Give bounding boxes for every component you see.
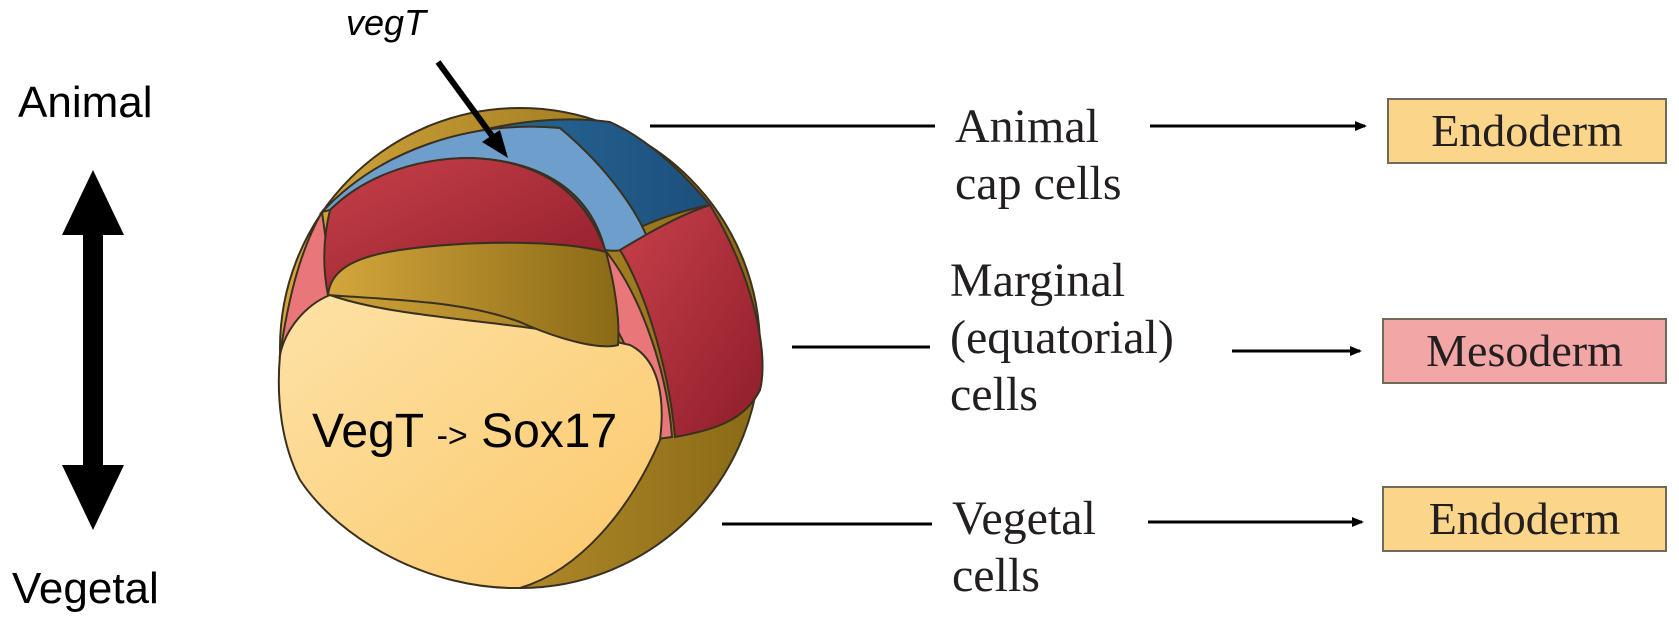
gene-label-vegt: vegT xyxy=(346,2,427,43)
region-label-line: Marginal xyxy=(950,254,1126,307)
axis-label-vegetal: Vegetal xyxy=(12,564,159,613)
fate-box-animal: Endoderm xyxy=(1387,98,1667,164)
region-label-line: cap cells xyxy=(955,157,1122,210)
region-label-line: Animal xyxy=(955,100,1099,153)
expression-target: Sox17 xyxy=(481,405,618,458)
region-label-marginal: Marginal (equatorial) cells xyxy=(950,252,1174,423)
vegt-pointer-line xyxy=(435,60,501,146)
expression-source: VegT xyxy=(312,405,424,458)
vegetal-cells-front xyxy=(277,293,663,590)
expression-text: VegT -> Sox17 xyxy=(312,404,617,459)
region-label-line: Vegetal xyxy=(952,492,1096,545)
fate-box-marginal: Mesoderm xyxy=(1382,318,1667,384)
expression-arrow: -> xyxy=(436,417,468,455)
marginal-zone-right xyxy=(618,203,764,439)
region-label-line: (equatorial) xyxy=(950,311,1174,364)
vegetal-inner-patch xyxy=(326,241,620,348)
region-label-line: cells xyxy=(952,549,1040,602)
fate-box-vegetal: Endoderm xyxy=(1382,486,1667,552)
region-label-vegetal: Vegetal cells xyxy=(952,490,1096,604)
axis-label-animal: Animal xyxy=(18,78,153,127)
animal-vegetal-axis-arrow xyxy=(62,170,124,530)
region-label-line: cells xyxy=(950,368,1038,421)
leader-lines xyxy=(650,121,1367,527)
region-label-animal-cap: Animal cap cells xyxy=(955,98,1122,212)
vegt-pointer-head xyxy=(482,130,508,158)
embryo-sphere xyxy=(277,107,764,590)
